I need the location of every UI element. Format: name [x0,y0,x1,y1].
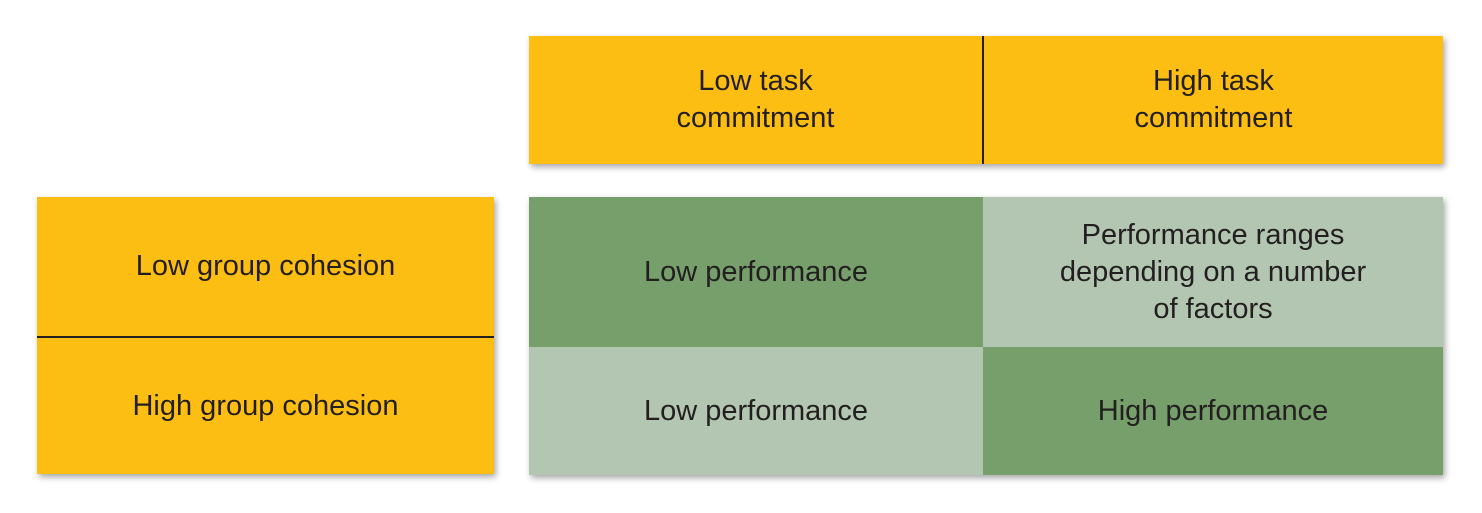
performance-matrix: Low performance Performance ranges depen… [529,197,1443,475]
row-header-high-group-cohesion: High group cohesion [37,338,494,474]
row-divider [37,336,494,338]
row-header-panel: Low group cohesion High group cohesion [37,197,494,474]
column-header-low-task-commitment: Low task commitment [529,36,982,164]
matrix-cell-low-cohesion-low-commitment: Low performance [529,197,983,347]
column-header-panel: Low task commitment High task commitment [529,36,1443,164]
matrix-cell-low-cohesion-high-commitment: Performance ranges depending on a number… [983,197,1443,347]
column-header-high-task-commitment: High task commitment [984,36,1443,164]
matrix-cell-high-cohesion-high-commitment: High performance [983,347,1443,475]
column-divider [982,36,984,164]
matrix-cell-high-cohesion-low-commitment: Low performance [529,347,983,475]
row-header-low-group-cohesion: Low group cohesion [37,197,494,336]
